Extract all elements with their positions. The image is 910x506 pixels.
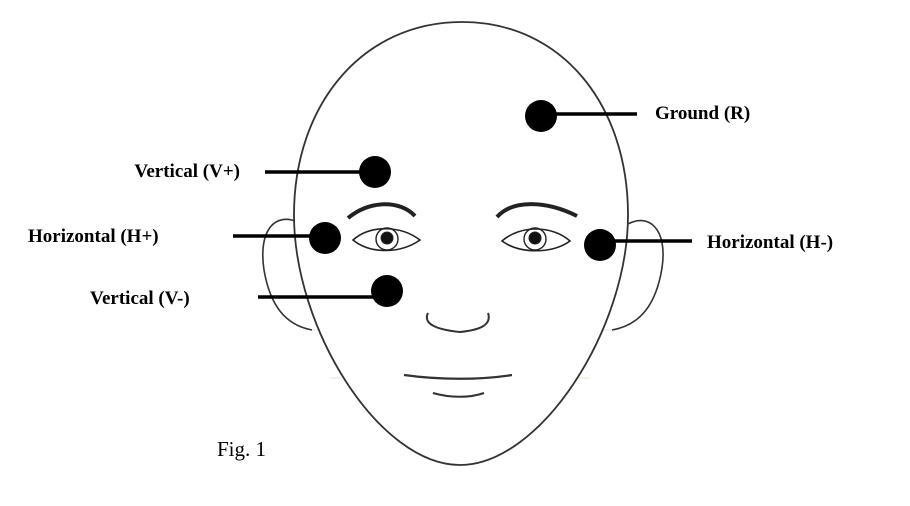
head-outline [293, 21, 629, 466]
figure-caption: Fig. 1 [217, 437, 266, 461]
left-ear [262, 218, 313, 331]
electrode-vertical-plus [265, 156, 391, 188]
left-eye [346, 202, 422, 252]
electrode-horizontal-minus [584, 229, 692, 261]
label-vertical-minus: Vertical (V-) [90, 288, 190, 309]
nose [425, 312, 490, 334]
electrode-ground [525, 100, 637, 132]
electrode-vertical-minus [258, 275, 403, 307]
right-ear [611, 219, 664, 331]
mouth [403, 373, 513, 380]
right-eye [495, 202, 578, 252]
label-ground: Ground (R) [655, 103, 750, 124]
label-horizontal-plus: Horizontal (H+) [28, 226, 159, 247]
electrode-horizontal-plus [233, 222, 341, 254]
lower-lip [432, 392, 485, 398]
label-horizontal-minus: Horizontal (H-) [707, 232, 833, 253]
label-vertical-plus: Vertical (V+) [134, 161, 240, 182]
